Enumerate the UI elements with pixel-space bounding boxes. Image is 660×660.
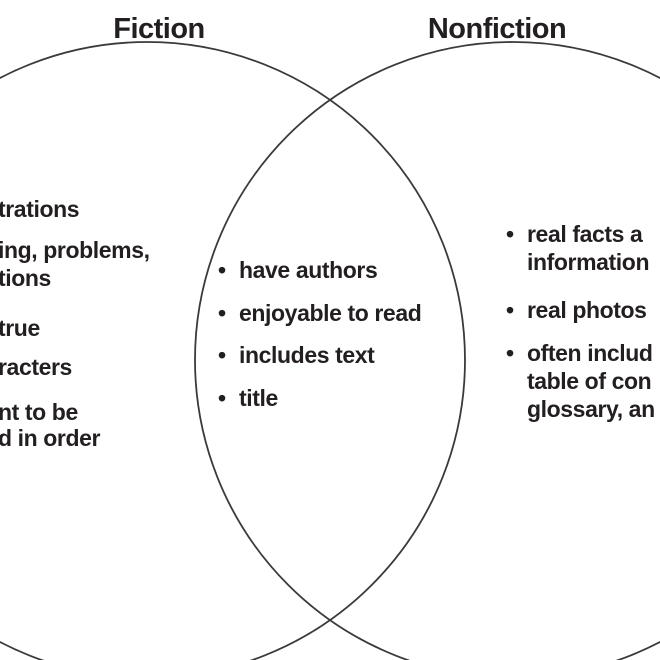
overlap-item-text: includes text [239, 342, 375, 368]
nonfiction-item: • real facts a [506, 220, 643, 248]
nonfiction-item-text: real photos [527, 297, 647, 323]
fiction-item-fragment: ing, problems, [0, 237, 150, 263]
nonfiction-circle [194, 41, 660, 660]
bullet-icon: • [218, 300, 226, 326]
overlap-item-text: title [239, 385, 278, 411]
overlap-item-text: have authors [239, 257, 378, 283]
overlap-item: • includes text [218, 341, 375, 369]
overlap-item: • title [218, 384, 278, 412]
overlap-item: • enjoyable to read [218, 299, 422, 327]
bullet-icon: • [218, 385, 226, 411]
nonfiction-title: Nonfiction [427, 13, 567, 45]
fiction-item-fragment: d in order [0, 425, 101, 451]
nonfiction-item-text: often includ [527, 340, 653, 366]
fiction-item-fragment: nt to be [0, 399, 78, 425]
fiction-title: Fiction [113, 13, 205, 45]
nonfiction-item: • often includ [506, 339, 653, 367]
nonfiction-item-text: real facts a [527, 221, 643, 247]
nonfiction-item: • real photos [506, 296, 647, 324]
fiction-circle [0, 41, 466, 660]
fiction-item-fragment: tions [0, 265, 51, 291]
bullet-icon: • [218, 342, 226, 368]
overlap-item: • have authors [218, 256, 378, 284]
bullet-icon: • [506, 297, 514, 323]
bullet-icon: • [506, 340, 514, 366]
nonfiction-item-wrap: information [527, 249, 650, 275]
fiction-item-fragment: true [0, 315, 40, 341]
fiction-item-fragment: trations [0, 196, 80, 222]
nonfiction-item-wrap: glossary, an [527, 396, 655, 422]
overlap-item-text: enjoyable to read [239, 300, 422, 326]
bullet-icon: • [506, 221, 514, 247]
nonfiction-item-wrap: table of con [527, 368, 652, 394]
bullet-icon: • [218, 257, 226, 283]
fiction-item-fragment: racters [0, 354, 72, 380]
